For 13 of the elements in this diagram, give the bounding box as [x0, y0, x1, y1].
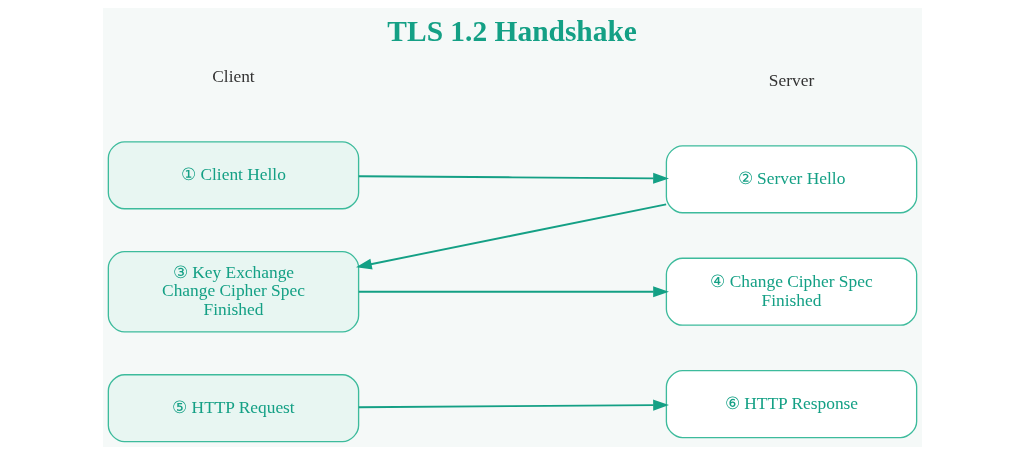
label: Server — [768, 71, 814, 91]
arrow — [357, 172, 669, 184]
node-box: ⑤ HTTP Request — [107, 374, 359, 443]
label: Client — [211, 67, 255, 87]
arrow — [355, 203, 667, 270]
node-box: ① Client Hello — [107, 141, 359, 210]
node-box: ⑥ HTTP Response — [665, 370, 917, 439]
arrow — [357, 286, 669, 298]
node-box: ④ Change Cipher Spec Finished — [665, 257, 917, 326]
diagram-title: TLS 1.2 Handshake — [386, 14, 637, 47]
arrow — [357, 399, 669, 411]
node-box: ③ Key Exchange Change Cipher Spec Finished — [107, 250, 359, 333]
node-box: ② Server Hello — [665, 145, 917, 214]
